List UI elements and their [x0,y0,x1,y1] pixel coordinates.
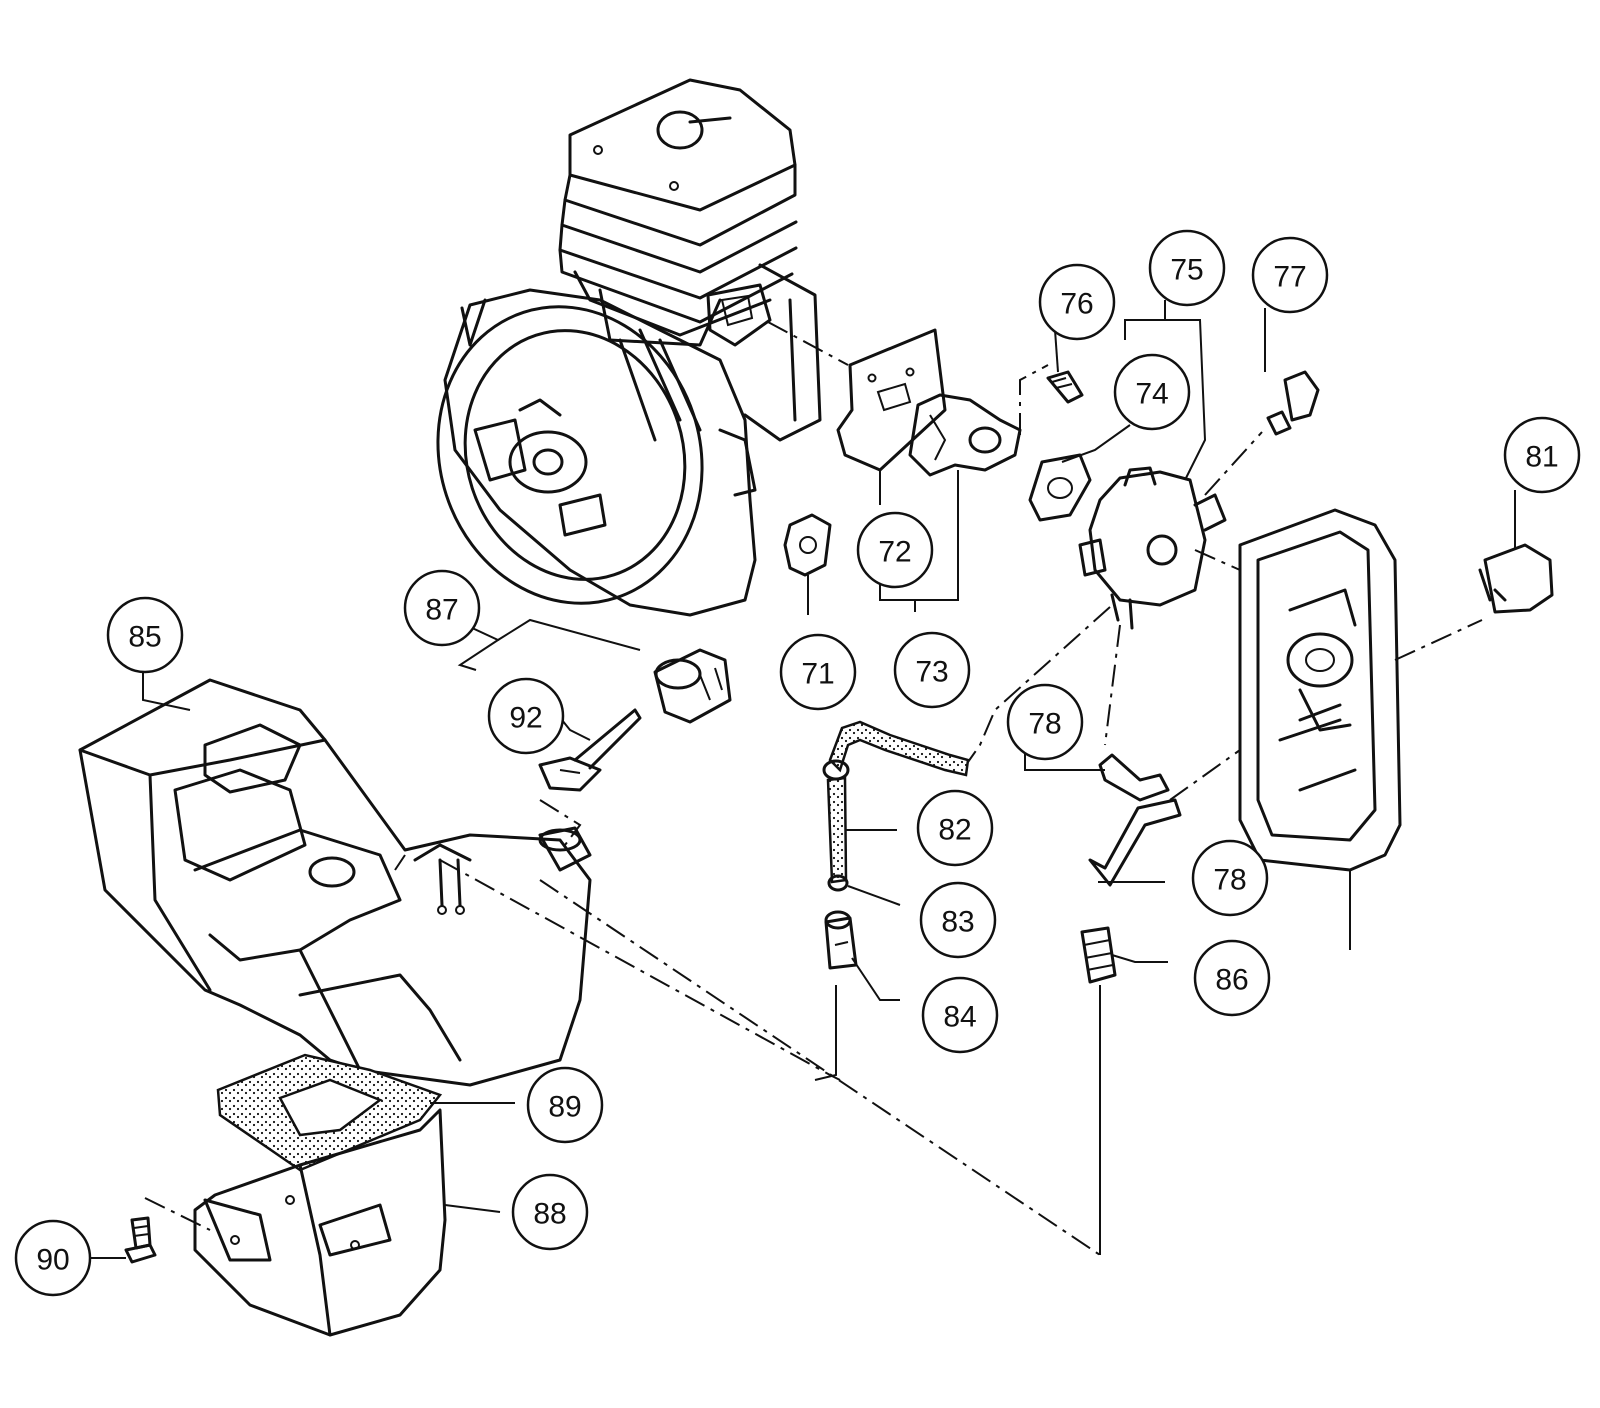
tank-cushion [216,1053,443,1172]
intake-insulator [908,393,1022,477]
air-cleaner-case [1238,508,1402,872]
callout-75: 75 [1148,229,1226,307]
screw [1046,370,1084,404]
fuel-cap [653,648,732,724]
hose-to-tank-lines [814,985,1101,1255]
svg-text:71: 71 [801,658,834,691]
mounting-screw [124,1216,157,1264]
svg-text:78: 78 [1213,864,1246,897]
callout-74: 74 [1113,353,1191,431]
svg-text:73: 73 [915,656,948,689]
svg-text:78: 78 [1028,708,1061,741]
callout-87: 87 [403,569,481,647]
svg-text:89: 89 [548,1091,581,1124]
svg-text:74: 74 [1135,378,1168,411]
callout-83: 83 [919,881,997,959]
carburetor [1078,466,1227,630]
callout-88: 88 [511,1173,589,1251]
primer-bulb [538,708,642,792]
callout-92: 92 [487,677,565,755]
engine-assembly [436,78,822,617]
callout-77: 77 [1251,236,1329,314]
svg-text:92: 92 [509,702,542,735]
svg-text:82: 82 [938,814,971,847]
callouts: 71 72 73 74 75 76 77 78 78 81 82 83 84 8… [14,229,1581,1297]
callout-84: 84 [921,976,999,1054]
callout-78-upper: 78 [1006,683,1084,761]
svg-text:83: 83 [941,906,974,939]
svg-text:90: 90 [36,1244,69,1277]
callout-72: 72 [856,511,934,589]
callout-73: 73 [893,631,971,709]
return-hose [1088,753,1182,887]
intake-gasket [836,328,947,472]
callout-78-lower: 78 [1191,839,1269,917]
callout-85: 85 [106,596,184,674]
carburetor-gasket [1028,453,1092,522]
fuel-tank-grommet [1080,926,1117,984]
fuel-filter-clip [783,513,832,577]
callout-71: 71 [779,633,857,711]
callout-86: 86 [1193,939,1271,1017]
svg-text:76: 76 [1060,288,1093,321]
fuel-tank [78,678,592,1087]
callout-90: 90 [14,1219,92,1297]
tank-guard [193,1108,447,1337]
fuel-filter-weight [824,874,858,970]
callout-81: 81 [1503,416,1581,494]
svg-text:88: 88 [533,1198,566,1231]
callout-76: 76 [1038,263,1116,341]
svg-text:87: 87 [425,594,458,627]
assembly-centerlines [144,321,1483,1256]
callout-89: 89 [526,1066,604,1144]
air-filter-knob [1478,543,1554,614]
callout-82: 82 [916,789,994,867]
svg-text:75: 75 [1170,254,1203,287]
svg-text:85: 85 [128,621,161,654]
svg-text:77: 77 [1273,261,1306,294]
svg-text:72: 72 [878,536,911,569]
svg-text:84: 84 [943,1001,976,1034]
throttle-cable-clip [1266,370,1320,436]
svg-text:81: 81 [1525,441,1558,474]
svg-text:86: 86 [1215,964,1248,997]
